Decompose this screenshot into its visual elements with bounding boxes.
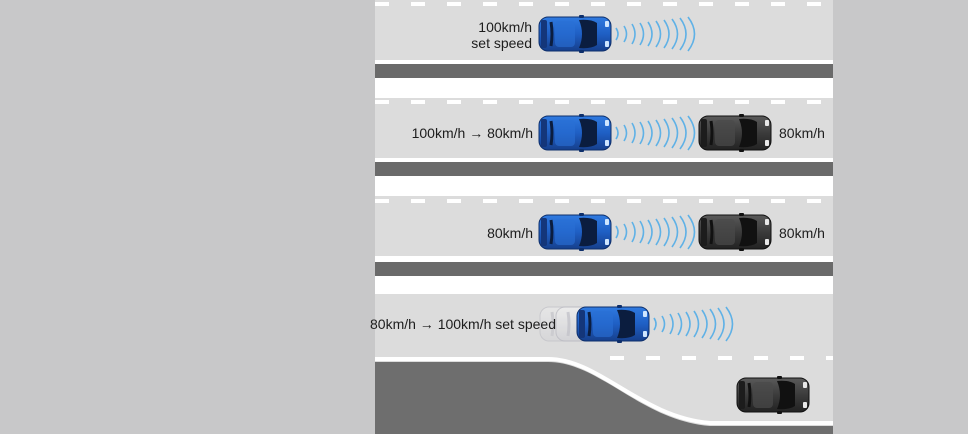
barrier-3 xyxy=(375,256,833,294)
barrier-2 xyxy=(375,158,833,196)
own-car-2 xyxy=(537,112,613,154)
scene-2-lead-speed-label: 80km/h xyxy=(779,125,825,141)
own-car-4 xyxy=(575,303,651,345)
barrier-1 xyxy=(375,60,833,98)
scene-4-own-speed-label: 80km/h → 100km/h set speed xyxy=(370,316,556,332)
scene-1-label-line1: 100km/h xyxy=(478,19,532,35)
scene-2-own-speed-label: 100km/h → 80km/h xyxy=(411,125,533,141)
scene-3-lead-speed-label: 80km/h xyxy=(779,225,825,241)
scene-1-own-speed-label: 100km/h set speed xyxy=(430,19,532,51)
lead-car-3 xyxy=(697,211,773,253)
scene-3-own-speed-label: 80km/h xyxy=(487,225,533,241)
lead-car-2 xyxy=(697,112,773,154)
own-car-3 xyxy=(537,211,613,253)
exiting-car xyxy=(735,374,811,416)
scene-1-label-line2: set speed xyxy=(471,35,532,51)
own-car-1 xyxy=(537,13,613,55)
